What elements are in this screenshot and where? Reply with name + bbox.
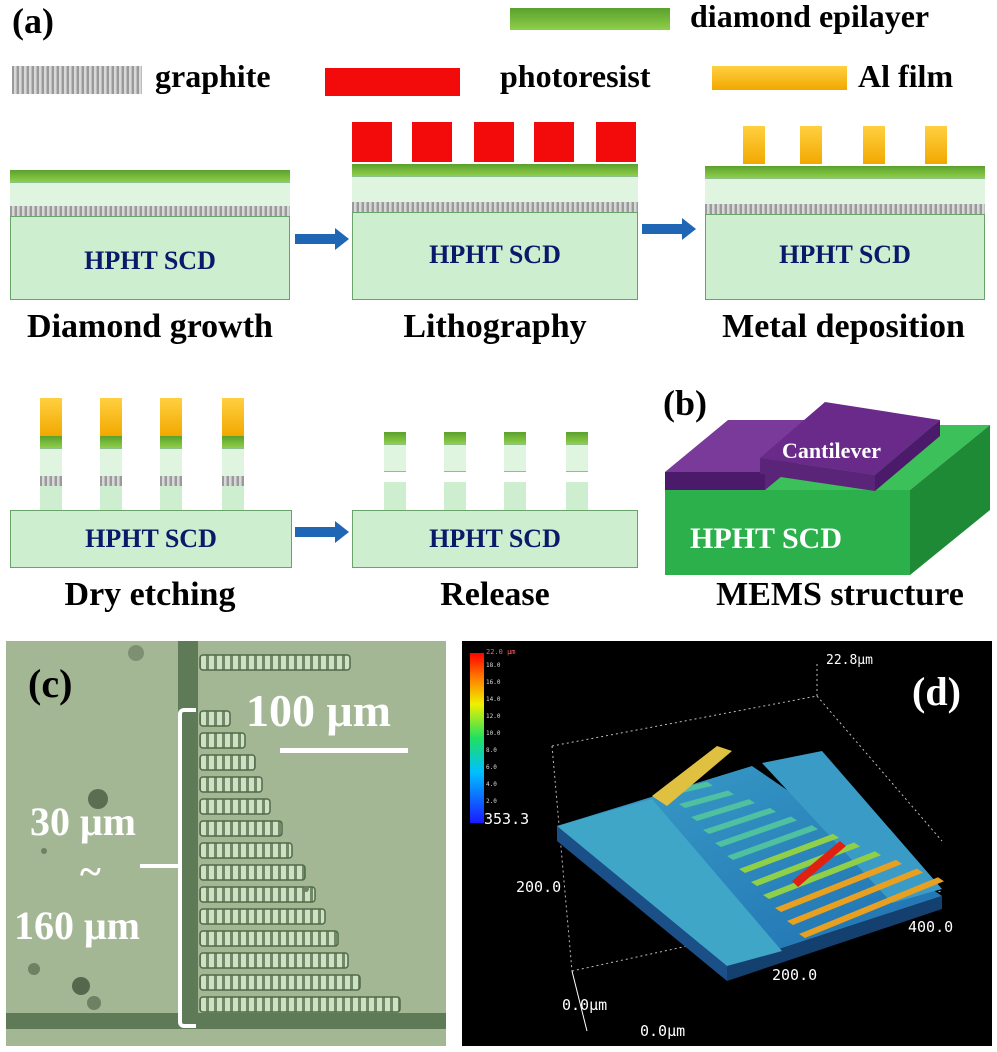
y-axis-mid-label: 200.0 [516, 878, 562, 896]
cantilever-beam [199, 654, 351, 671]
step-caption-release: Release [440, 576, 550, 613]
substrate-label: HPHT SCD [85, 524, 217, 553]
legend-al-film-label: Al film [858, 58, 954, 94]
stack-metal-deposition: HPHT SCD [705, 126, 985, 300]
cantilever-beam [199, 952, 349, 969]
range-bracket [178, 708, 196, 1028]
range-mid-label: ~ [80, 849, 101, 894]
stack-release: HPHT SCD [352, 432, 638, 568]
x-axis-origin-label: 0.0μm [640, 1022, 686, 1040]
x-axis-mid-label: 200.0 [772, 966, 818, 984]
colorbar-bottom-label: 353.3 [484, 810, 530, 828]
colorbar-tick: 2.0 [486, 798, 497, 805]
stack-lithography: HPHT SCD [352, 122, 638, 300]
legend-photoresist-label: photoresist [500, 58, 651, 94]
scale-bar-label: 100 μm [246, 685, 391, 736]
cantilever-ridge [799, 877, 944, 938]
substrate-label: HPHT SCD [779, 240, 911, 269]
x-axis-end-label: 400.0 [908, 918, 954, 936]
panel-c-tag: (c) [28, 661, 73, 706]
mems-structure-caption: MEMS structure [716, 576, 964, 613]
cantilever-beam [199, 996, 401, 1013]
z-max-label: 22.8μm [826, 653, 873, 668]
cantilever-beam [199, 974, 361, 991]
cantilever-ridge [775, 859, 902, 912]
range-top-label: 30 μm [30, 799, 136, 844]
cantilever-label: Cantilever [782, 438, 881, 463]
step-caption-dry-etching: Dry etching [64, 576, 236, 613]
colorbar-ticks: 18.0 16.0 14.0 12.0 10.0 8.0 6.0 4.0 2.0 [486, 662, 516, 815]
graphite-swatch [12, 66, 142, 94]
cantilever-ridge [792, 841, 846, 887]
cantilever-beam [199, 908, 326, 925]
scale-bar [280, 748, 408, 753]
bracket-tick [140, 864, 180, 868]
cantilever-beam [199, 930, 339, 947]
cantilever-beam [199, 776, 263, 793]
panel-a-tag: (a) [12, 1, 54, 41]
cantilever-beam [199, 842, 293, 859]
legend-epilayer-label: diamond epilayer [690, 0, 930, 34]
colorbar-tick: 10.0 [486, 730, 501, 737]
range-bottom-label: 160 μm [14, 903, 140, 948]
arrow-icon [295, 228, 349, 250]
colorbar-tick: 8.0 [486, 747, 497, 754]
colorbar-tick: 4.0 [486, 781, 497, 788]
micrograph-image [6, 641, 446, 1046]
cantilever-ridge [652, 746, 732, 806]
cantilever-beam [199, 798, 271, 815]
colorbar-tick: 16.0 [486, 679, 501, 686]
mems-substrate-label: HPHT SCD [690, 522, 842, 555]
cantilever-ridge [763, 851, 881, 899]
step-caption-lithography: Lithography [403, 308, 587, 345]
al-film-swatch [712, 66, 847, 90]
colorbar-top-label: 22.0 μm [486, 648, 516, 656]
arrow-icon [642, 218, 696, 240]
cantilever-beam [199, 820, 283, 837]
cantilever-beam [199, 864, 306, 881]
legend-graphite-label: graphite [155, 58, 271, 94]
cantilever-ridge [703, 807, 776, 834]
y-axis-origin-label: 0.0μm [562, 996, 608, 1014]
colorbar-tick: 14.0 [486, 696, 501, 703]
stack-dry-etching: HPHT SCD [10, 398, 292, 568]
panel-b-tag: (b) [663, 383, 707, 423]
substrate-label: HPHT SCD [429, 240, 561, 269]
step-caption-metal-deposition: Metal deposition [722, 308, 965, 345]
step-caption-diamond-growth: Diamond growth [27, 308, 273, 345]
colorbar-tick: 18.0 [486, 662, 501, 669]
cantilever-ridge [679, 790, 734, 808]
substrate-label: HPHT SCD [84, 246, 216, 275]
substrate-label: HPHT SCD [429, 524, 561, 553]
arrow-icon [295, 521, 349, 543]
cantilever-beam [199, 710, 231, 727]
cantilever-ridge [691, 799, 755, 821]
cantilever-ridge [787, 868, 923, 925]
cantilever-ridge [715, 816, 797, 847]
cantilever-beam [199, 754, 256, 771]
colorbar-tick: 6.0 [486, 764, 497, 771]
cantilever-beam [199, 886, 316, 903]
stack-diamond-growth: HPHT SCD [10, 170, 290, 300]
colorbar-tick: 12.0 [486, 713, 501, 720]
profile-3d-image [462, 641, 992, 1046]
photoresist-swatch [325, 68, 460, 96]
cantilever-beam [199, 732, 246, 749]
cantilever-ridge [727, 825, 818, 860]
cantilever-ridge [739, 833, 839, 873]
panel-d-tag: (d) [912, 669, 961, 714]
mems-structure-diagram [665, 402, 990, 575]
epilayer-swatch [510, 8, 670, 30]
